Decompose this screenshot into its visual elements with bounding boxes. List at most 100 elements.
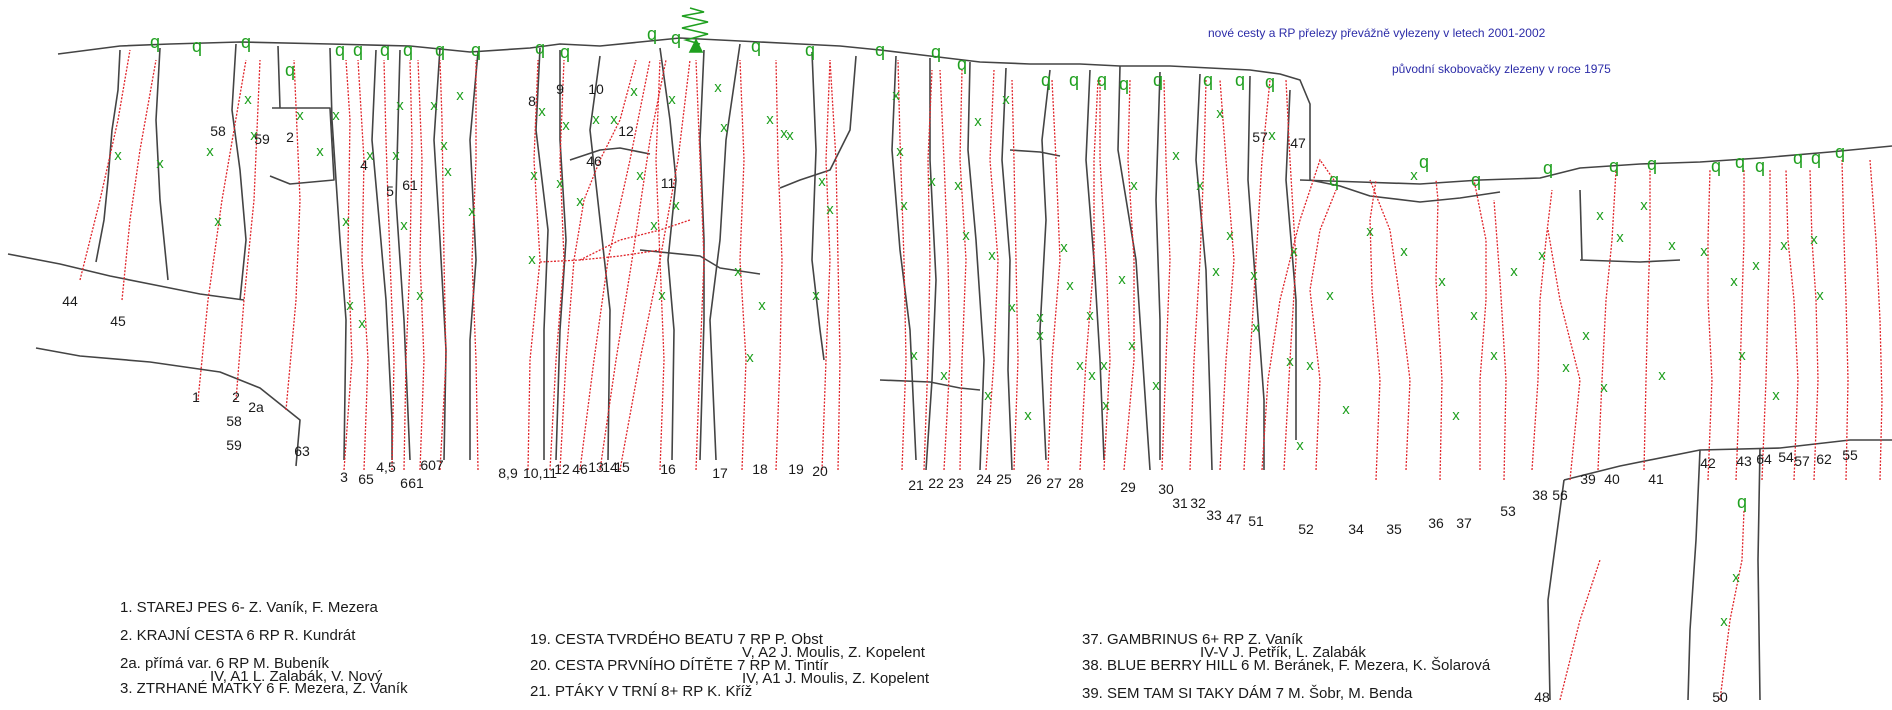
bolt-marker: x [962, 227, 970, 244]
route-number: 11 [661, 175, 676, 191]
anchor-marker: q [192, 36, 202, 56]
rock-line [1579, 189, 1583, 261]
anchor-marker: q [1755, 156, 1765, 176]
rock-line [569, 147, 651, 161]
rock-line [395, 49, 411, 461]
route-number: 37 [1456, 515, 1472, 531]
route-number: 61 [408, 475, 424, 491]
route-number: 47 [1226, 511, 1242, 527]
anchor-marker: q [875, 40, 885, 60]
route-number: 53 [1500, 503, 1516, 519]
bolt-marker: x [1066, 277, 1074, 294]
route-number: 10,11 [523, 465, 557, 481]
anchor-marker: q [1041, 70, 1051, 90]
bolt-marker: x [346, 297, 354, 314]
anchor-marker: q [471, 40, 481, 60]
anchor-marker: q [957, 54, 967, 74]
route-number: 20 [812, 463, 828, 479]
bolt-marker: x [1130, 177, 1138, 194]
bolt-marker: x [780, 125, 788, 142]
bolt-marker: x [562, 117, 570, 134]
route-number: 57 [1252, 129, 1268, 145]
route-number: 35 [1386, 521, 1402, 537]
anchor-marker: q [1811, 148, 1821, 168]
legend-item: 3. ZTRHANÉ MATKY 6 F. Mezera, Z. Vaník [120, 680, 408, 697]
anchor-marker: q [1329, 170, 1339, 190]
bolt-marker: x [1562, 359, 1570, 376]
legend-item: 38. BLUE BERRY HILL 6 M. Beránek, F. Mez… [1082, 657, 1491, 674]
route-line [579, 59, 651, 471]
route-number: 607 [420, 457, 444, 473]
anchor-marker: q [403, 40, 413, 60]
route-number: 55 [1842, 447, 1858, 463]
anchor-marker: q [1735, 152, 1745, 172]
rock-line [155, 47, 169, 281]
rock-line [1195, 73, 1213, 471]
route-line [1643, 170, 1651, 471]
route-number: 23 [948, 475, 964, 491]
route-number: 8 [528, 93, 536, 109]
bolt-marker: x [538, 103, 546, 120]
bolt-marker: x [1290, 243, 1298, 260]
rock-line [1247, 75, 1265, 470]
route-number: 8,9 [498, 465, 518, 481]
bolt-marker: x [114, 147, 122, 164]
bolt-marker: x [1286, 353, 1294, 370]
bolt-marker: x [440, 137, 448, 154]
bolt-marker: x [984, 387, 992, 404]
bolt-marker: x [910, 347, 918, 364]
route-number: 14 [602, 459, 618, 475]
bolt-marker: x [1152, 377, 1160, 394]
bolt-marker: x [296, 107, 304, 124]
legend-item: IV-V J. Petřík, L. Zalabák [1200, 644, 1366, 661]
route-line [1597, 169, 1617, 471]
route-number: 2a [248, 399, 264, 415]
bolt-marker: x [1490, 347, 1498, 364]
bolt-marker: x [1700, 243, 1708, 260]
rock-line [57, 37, 1311, 180]
bolt-marker: x [988, 247, 996, 264]
bolt-marker: x [342, 213, 350, 230]
bolt-marker: x [1772, 387, 1780, 404]
bolt-marker: x [1816, 287, 1824, 304]
bolt-marker: x [1088, 367, 1096, 384]
route-number: 13 [588, 459, 604, 475]
route-line [197, 59, 247, 401]
route-line [1785, 169, 1799, 481]
rock-line [535, 47, 549, 460]
bolt-marker: x [1002, 91, 1010, 108]
anchor-marker: q [1609, 156, 1619, 176]
rock-line [35, 347, 301, 467]
bolt-marker: x [720, 119, 728, 136]
route-line [1283, 79, 1297, 471]
route-line [1189, 79, 1207, 471]
route-line [655, 59, 665, 471]
rock-line [1547, 479, 1565, 701]
route-line [1243, 79, 1271, 471]
route-number: 12 [618, 123, 634, 139]
route-number: 43 [1736, 453, 1752, 469]
bolt-marker: x [332, 107, 340, 124]
bolt-marker: x [758, 297, 766, 314]
rock-line [1579, 259, 1681, 263]
route-line [1369, 179, 1381, 481]
route-line [1123, 79, 1135, 471]
route-number: 65 [358, 471, 374, 487]
bolt-marker: x [1452, 407, 1460, 424]
rock-line [1757, 447, 1761, 701]
bolt-marker: x [400, 217, 408, 234]
anchor-marker: q [353, 40, 363, 60]
route-line [695, 59, 705, 471]
anchor-marker: q [751, 36, 761, 56]
anchor-marker: q [380, 40, 390, 60]
route-line [1161, 79, 1171, 471]
route-line [1761, 170, 1771, 481]
route-number: 52 [1298, 521, 1314, 537]
route-number: 4 [360, 157, 368, 173]
bolt-marker: x [1720, 613, 1728, 630]
bolt-marker: x [468, 203, 476, 220]
route-line [619, 59, 691, 471]
bolt-marker: x [1172, 147, 1180, 164]
route-line [897, 59, 907, 471]
anchor-marker: q [1737, 492, 1747, 512]
